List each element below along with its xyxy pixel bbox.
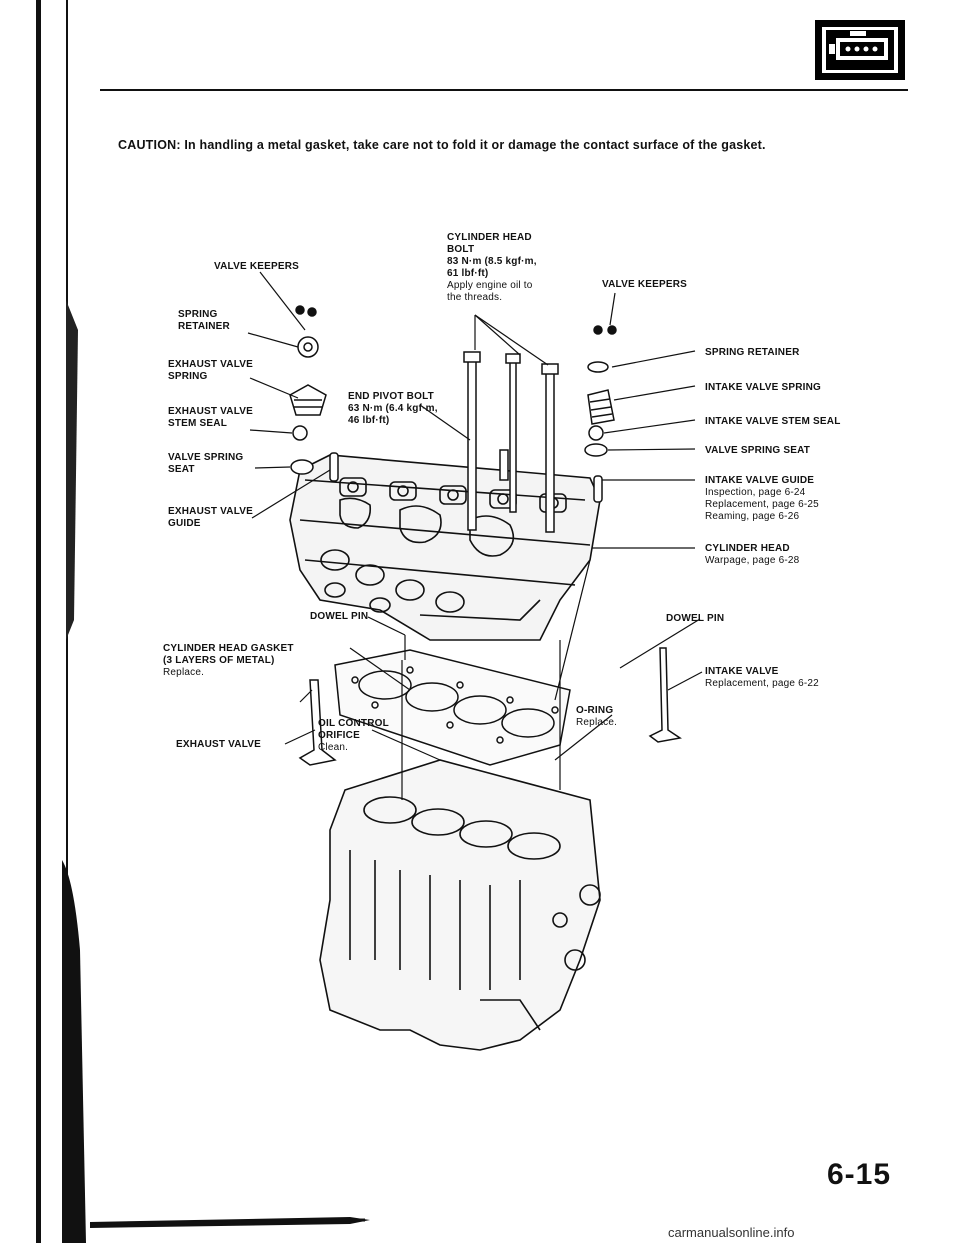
label-line: Warpage, page 6-28 [705,555,800,566]
label-line: Replacement, page 6-25 [705,499,819,510]
label-o-ring: O-RING Replace. [576,705,617,729]
label-exhaust-valve-stem-seal: EXHAUST VALVE STEM SEAL [168,406,253,430]
label-line: CYLINDER HEAD [447,232,532,243]
label-exhaust-valve-guide: EXHAUST VALVE GUIDE [168,506,253,530]
label-line: Reaming, page 6-26 [705,511,800,522]
label-line: EXHAUST VALVE [168,406,254,417]
label-line: Apply engine oil to [447,280,533,291]
engine-block-drawing [319,759,601,1051]
label-intake-valve-spring: INTAKE VALVE SPRING [705,382,822,393]
label-line: CYLINDER HEAD GASKET [163,643,294,654]
engine-section-icon [815,20,905,80]
page-number: 6-15 [827,1158,892,1191]
label-line: GUIDE [168,518,201,529]
label-line: EXHAUST VALVE [168,506,254,517]
label-line: 61 lbf·ft) [447,268,489,279]
label-end-pivot-bolt: END PIVOT BOLT 63 N·m (6.4 kgf·m, 46 lbf… [348,391,438,427]
caution-note: CAUTION: In handling a metal gasket, tak… [118,138,766,152]
label-line: the threads. [447,292,503,303]
label-line: SPRING [178,309,218,320]
label-spring-retainer-left: SPRING RETAINER [178,309,230,333]
label-line: 46 lbf·ft) [348,415,390,426]
label-cylinder-head-gasket: CYLINDER HEAD GASKET (3 LAYERS OF METAL)… [163,643,294,679]
label-line: 83 N·m (8.5 kgf·m, [447,256,537,267]
leader-lines [247,271,703,800]
label-line: INTAKE VALVE GUIDE [705,475,815,486]
label-exhaust-valve: EXHAUST VALVE [176,739,262,750]
label-line: STEM SEAL [168,418,228,429]
exhaust-valve-parts-drawing [289,305,339,766]
head-bolts-drawing [463,351,559,533]
label-line: CYLINDER HEAD [705,543,790,554]
label-intake-valve-stem-seal: INTAKE VALVE STEM SEAL [705,416,841,427]
watermark: carmanualsonline.info [668,1225,795,1240]
page-edge-strip [36,0,86,1243]
label-line: (3 LAYERS OF METAL) [163,655,275,666]
label-dowel-pin-left: DOWEL PIN [310,611,369,622]
label-line: SEAT [168,464,195,475]
label-line: SPRING [168,371,208,382]
label-line: Replace. [576,717,618,728]
label-line: END PIVOT BOLT [348,391,434,402]
label-line: BOLT [447,244,475,255]
label-cylinder-head-bolt: CYLINDER HEAD BOLT 83 N·m (8.5 kgf·m, 61… [447,232,537,304]
label-intake-valve-guide: INTAKE VALVE GUIDE Inspection, page 6-24… [705,475,819,523]
label-spring-retainer-right: SPRING RETAINER [705,347,800,358]
label-dowel-pin-right: DOWEL PIN [666,613,725,624]
footer-bar [89,1217,370,1228]
cylinder-head-drawing [289,454,601,641]
label-line: INTAKE VALVE [705,666,779,677]
label-cylinder-head: CYLINDER HEAD Warpage, page 6-28 [705,543,799,567]
label-valve-spring-seat-left: VALVE SPRING SEAT [168,452,243,476]
label-line: Inspection, page 6-24 [705,487,806,498]
label-line: O-RING [576,705,614,716]
label-oil-control-orifice: OIL CONTROL ORIFICE Clean. [318,718,389,754]
label-exhaust-valve-spring: EXHAUST VALVE SPRING [168,359,253,383]
label-line: EXHAUST VALVE [168,359,254,370]
label-valve-keepers-left: VALVE KEEPERS [214,261,300,272]
label-line: Replacement, page 6-22 [705,678,819,689]
label-line: Clean. [318,742,349,753]
intake-valve-parts-drawing [584,325,682,743]
label-line: OIL CONTROL [318,718,389,729]
label-line: 63 N·m (6.4 kgf·m, [348,403,438,414]
label-line: ORIFICE [318,730,360,741]
label-line: RETAINER [178,321,230,332]
label-intake-valve: INTAKE VALVE Replacement, page 6-22 [705,666,819,690]
label-valve-keepers-right: VALVE KEEPERS [602,279,688,290]
label-valve-spring-seat-right: VALVE SPRING SEAT [705,445,811,456]
label-line: VALVE SPRING [168,452,244,463]
label-line: Replace. [163,667,205,678]
